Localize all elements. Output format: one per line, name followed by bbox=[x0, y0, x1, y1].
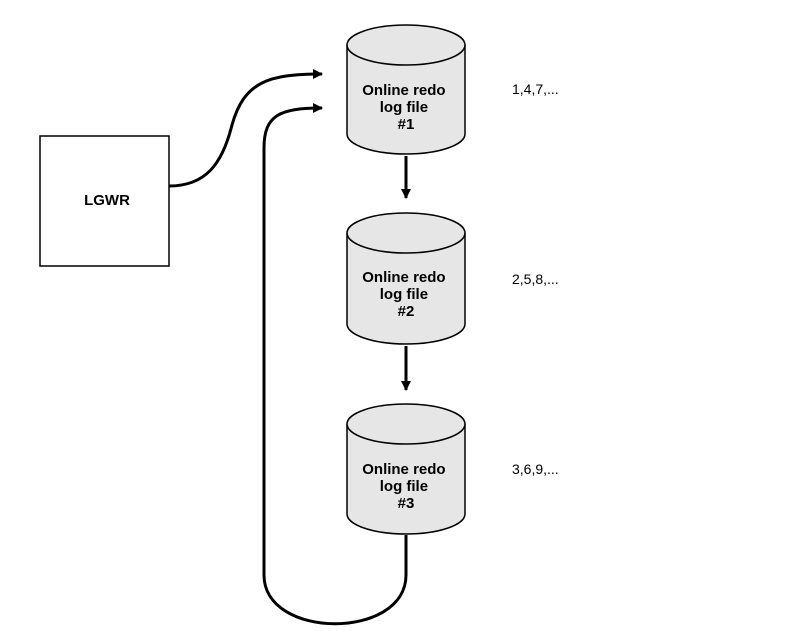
log-file-3-sequences: 3,6,9,... bbox=[512, 461, 559, 477]
loop-back-arrow-3-to-1 bbox=[262, 103, 408, 626]
svg-text:Online redo log file: Online redo log file #3 bbox=[362, 461, 450, 512]
log-file-1-line-3: #1 bbox=[398, 116, 415, 133]
lgwr-write-arrow bbox=[168, 69, 323, 188]
log-file-1-line-2: log file bbox=[380, 99, 428, 116]
lgwr-process-box: LGWR bbox=[39, 135, 170, 267]
log-file-2-line-2: log file bbox=[380, 286, 428, 303]
online-redo-log-file-1: Online redo log file #1 bbox=[346, 24, 466, 155]
log-file-3-line-3: #3 bbox=[398, 495, 415, 512]
log-file-2-line-1: Online redo bbox=[362, 269, 445, 286]
svg-text:Online redo log file: Online redo log file #1 bbox=[362, 82, 450, 133]
log-file-3-line-1: Online redo bbox=[362, 461, 445, 478]
online-redo-log-file-3: Online redo log file #3 bbox=[346, 403, 466, 535]
log-file-1-line-1: Online redo bbox=[362, 82, 445, 99]
log-file-2-line-3: #2 bbox=[398, 303, 415, 320]
log-file-1-sequences: 1,4,7,... bbox=[512, 81, 559, 97]
log-file-2-sequences: 2,5,8,... bbox=[512, 271, 559, 287]
log-file-3-line-2: log file bbox=[380, 478, 428, 495]
svg-text:Online redo log file: Online redo log file #2 bbox=[362, 269, 450, 320]
online-redo-log-file-2: Online redo log file #2 bbox=[346, 212, 466, 345]
lgwr-label: LGWR bbox=[84, 192, 130, 209]
